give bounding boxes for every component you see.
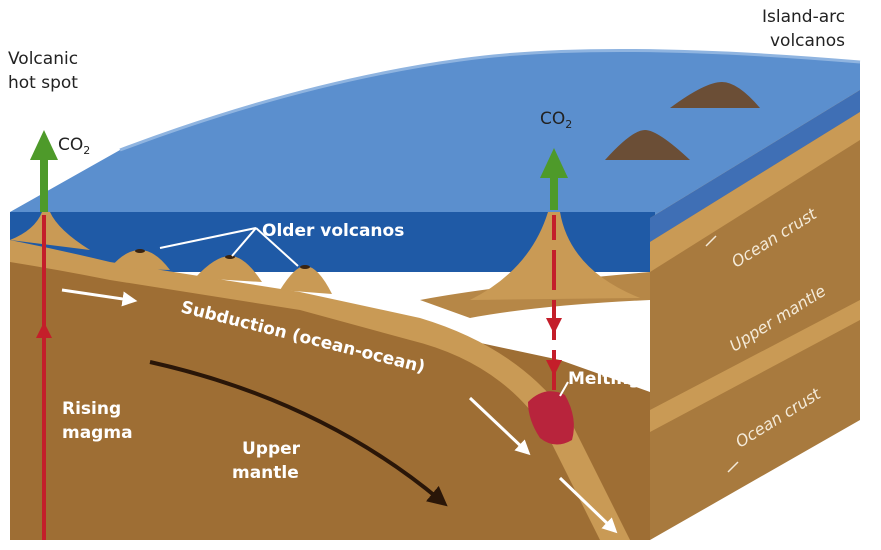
older-volcano (110, 250, 170, 270)
plate-motion-arrow (468, 396, 531, 456)
older-volcano (280, 266, 332, 294)
plate-motion-arrow (61, 288, 138, 307)
upper-mantle-label: Upper (242, 439, 301, 459)
island-arc-label: volcanos (770, 31, 845, 51)
older-volcanos-label: Older volcanos (262, 221, 404, 241)
hotspot-label: Volcanic (8, 49, 78, 69)
island-arc-volcano (605, 130, 690, 160)
hotspot-volcano-cone (10, 212, 90, 250)
island-arc-label: Island-arc (762, 7, 845, 27)
mantle-flow-arrow (149, 360, 448, 507)
island-arc-volcano (670, 82, 760, 108)
plate-motion-arrow (558, 476, 618, 534)
sea-surface (10, 50, 860, 218)
upper-mantle-block (10, 245, 650, 540)
co2-label-arc: CO2 (540, 109, 572, 131)
hotspot-label: hot spot (8, 73, 78, 93)
rising-magma-label: magma (62, 423, 133, 443)
melting-label: Melting (568, 369, 641, 389)
melting-zone (528, 391, 574, 445)
older-volcano (195, 256, 262, 282)
ocean-crust-slab (10, 240, 630, 540)
rising-magma-label: Rising (62, 399, 121, 419)
upper-mantle-label: mantle (232, 463, 299, 483)
co2-label-hotspot: CO2 (58, 135, 90, 157)
